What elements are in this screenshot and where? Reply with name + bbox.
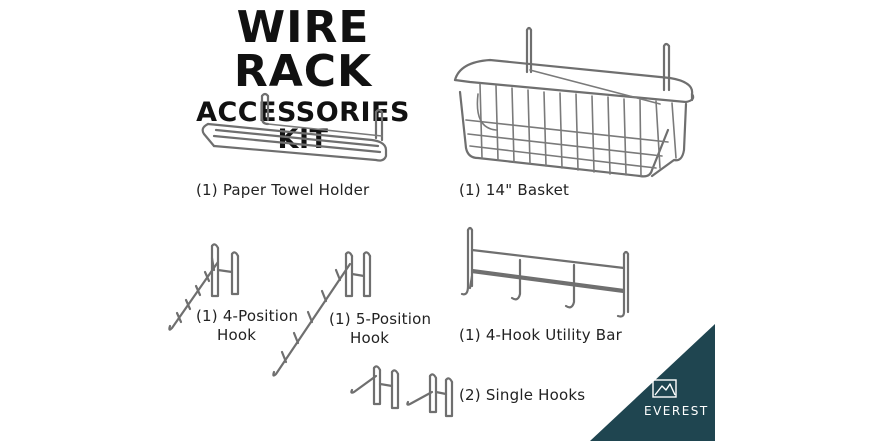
paper-towel-holder-label: (1) Paper Towel Holder (196, 181, 370, 199)
single-hooks-illustration (350, 365, 454, 418)
five-position-hook-label-line-2: Hook (350, 328, 390, 347)
brand-badge-shape (590, 324, 715, 441)
brand-name: EVEREST (644, 404, 709, 418)
four-position-hook-label-line-2: Hook (217, 325, 257, 344)
utility-bar-illustration (460, 226, 630, 318)
product-title: WIRE RACK ACCESSORIES KIT (168, 2, 438, 155)
five-position-hook-label-line-1: (1) 5-Position (329, 310, 432, 328)
paper-towel-holder-illustration (201, 92, 388, 162)
five-position-hook-illustration (272, 251, 372, 377)
single-hooks-label: (2) Single Hooks (459, 386, 586, 404)
five-position-hook-label: (1) 5-Position Hook (329, 310, 431, 348)
basket-illustration (453, 26, 695, 178)
four-position-hook-illustration (168, 243, 240, 331)
four-position-hook-label-line-1: (1) 4-Position (196, 307, 299, 325)
four-position-hook-label: (1) 4-Position Hook (196, 307, 298, 345)
brand-badge (590, 324, 715, 441)
title-line-1: WIRE RACK (233, 2, 373, 97)
title-line-2: ACCESSORIES KIT (196, 97, 410, 155)
basket-label: (1) 14" Basket (459, 181, 570, 199)
mountain-logo-icon (652, 379, 677, 398)
utility-bar-label: (1) 4-Hook Utility Bar (459, 326, 622, 344)
